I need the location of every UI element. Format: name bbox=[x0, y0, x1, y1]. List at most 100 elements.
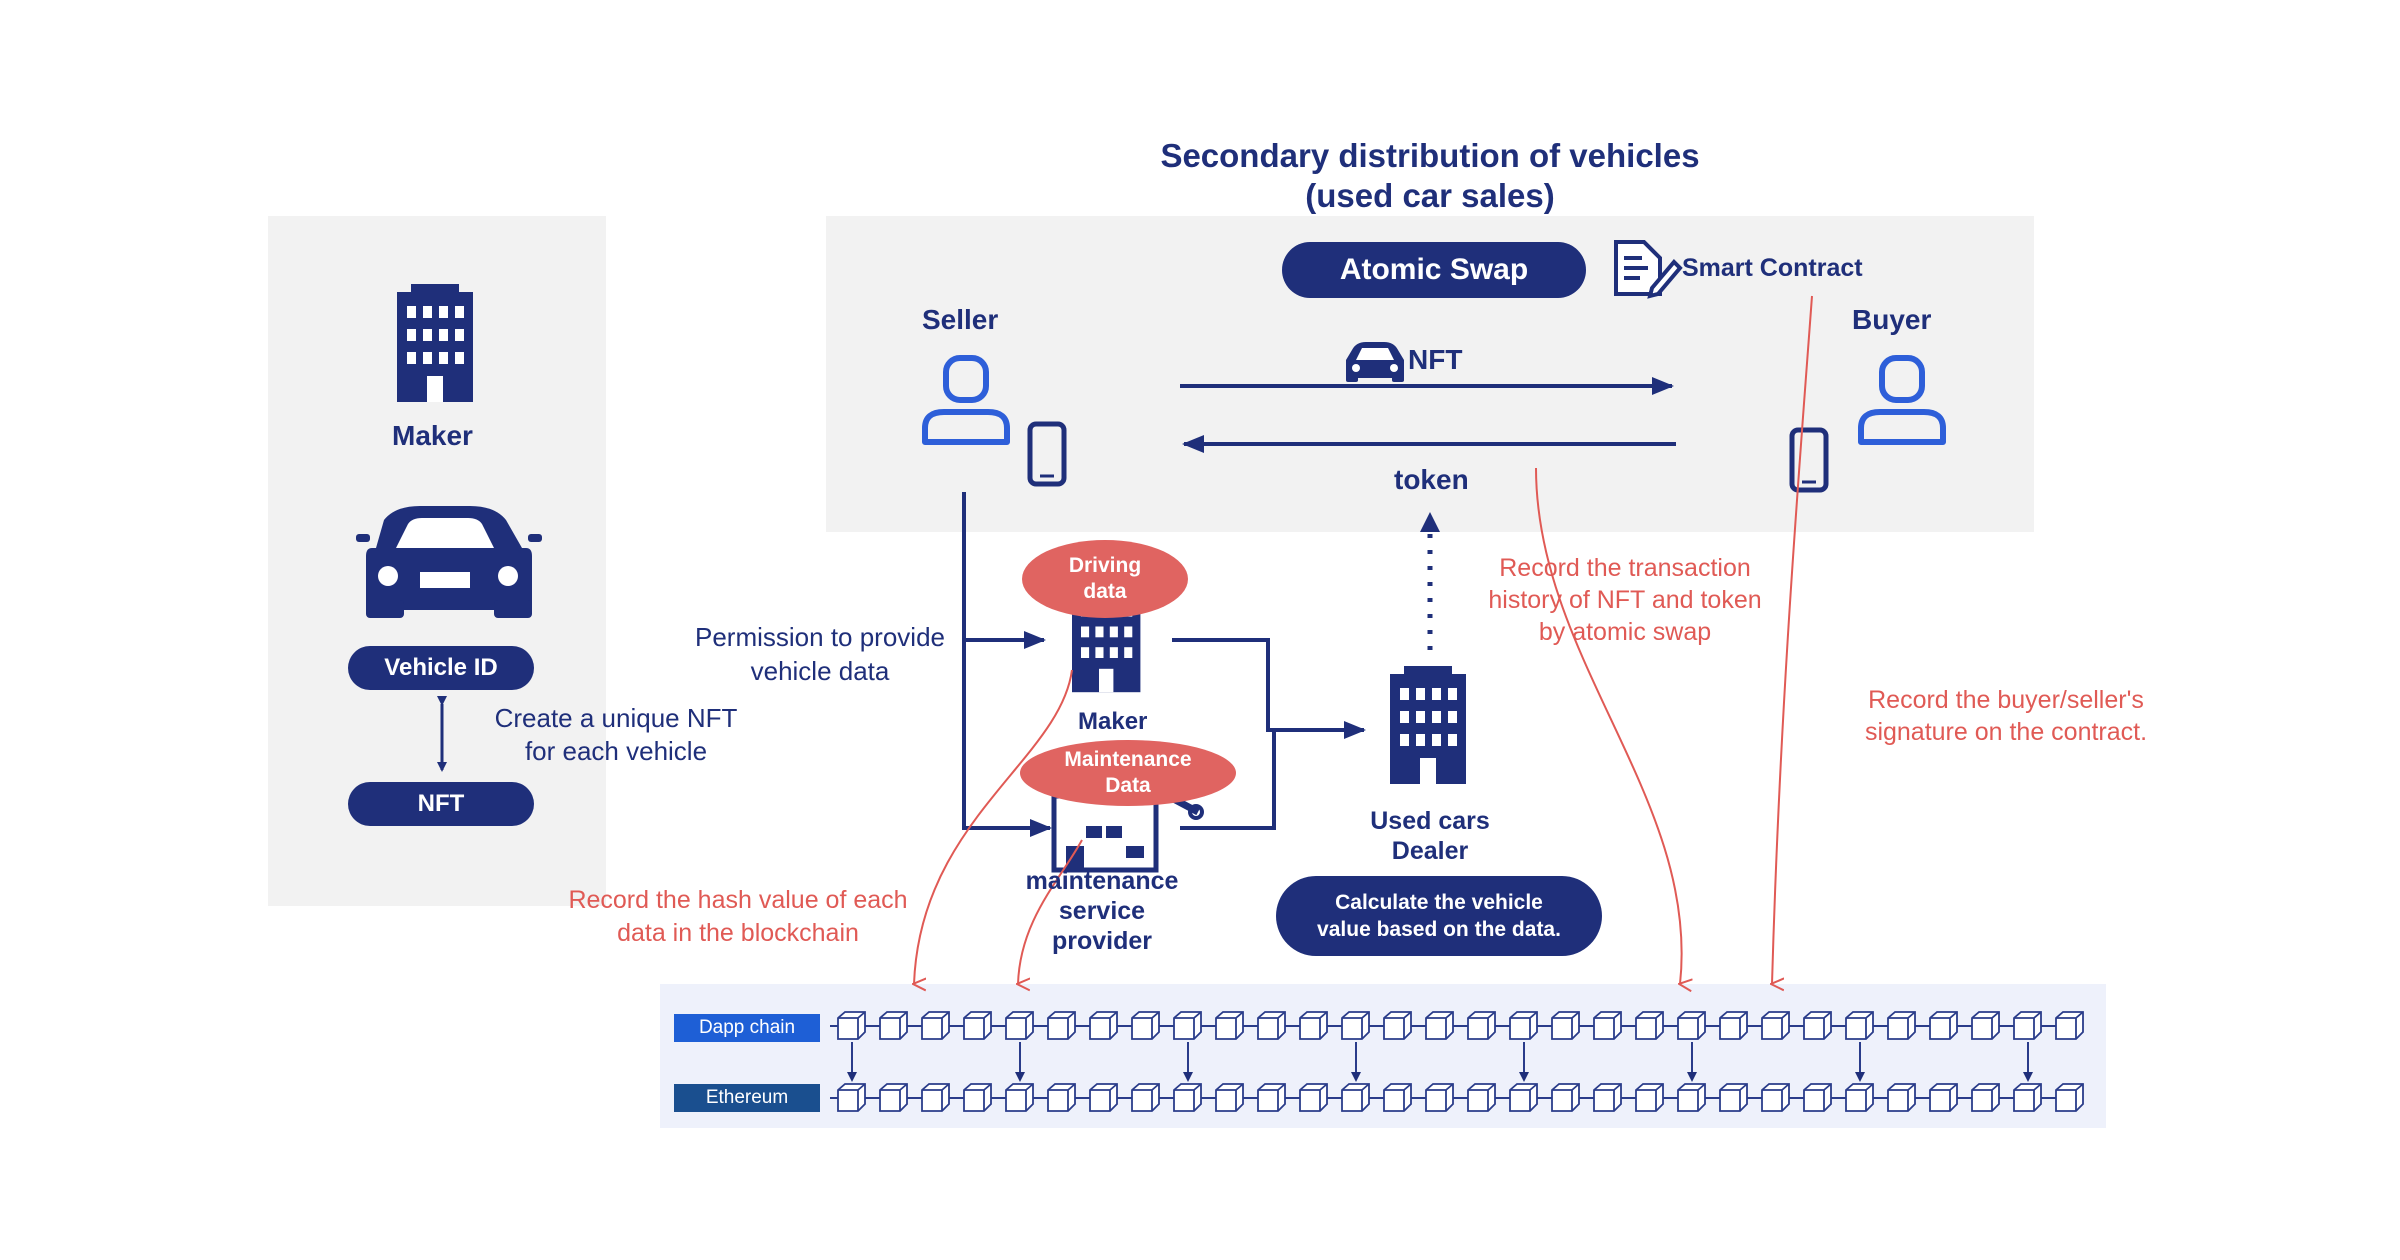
calc-line-1: Calculate the vehicle bbox=[1335, 891, 1543, 914]
blockchain-block-icon bbox=[1299, 1083, 1328, 1112]
dapp-chain-text: Dapp chain bbox=[698, 1017, 796, 1038]
create-nft-line-2: for each vehicle bbox=[524, 736, 708, 766]
driving-data-line-1: Driving bbox=[1068, 554, 1142, 577]
title-line-2: (used car sales) bbox=[1305, 177, 1555, 214]
blockchain-block-icon bbox=[1929, 1011, 1958, 1040]
blockchain-block-icon bbox=[1635, 1083, 1664, 1112]
car-icon bbox=[356, 506, 542, 618]
blockchain-block-icon bbox=[1761, 1011, 1790, 1040]
sig-line-1: Record the buyer/seller's bbox=[1868, 686, 2144, 714]
blockchain-block-icon bbox=[1299, 1011, 1328, 1040]
nft-pill: NFT bbox=[348, 782, 534, 826]
sig-line-2: signature on the contract. bbox=[1864, 718, 2148, 746]
blockchain-block-icon bbox=[837, 1083, 866, 1112]
blockchain-block-icon bbox=[1425, 1011, 1454, 1040]
calc-line-2: value based on the data. bbox=[1317, 918, 1561, 941]
blockchain-block-icon bbox=[1173, 1011, 1202, 1040]
blockchain-block-icon bbox=[1131, 1011, 1160, 1040]
blockchain-block-icon bbox=[1257, 1011, 1286, 1040]
permission-line-2: vehicle data bbox=[750, 656, 890, 686]
blockchain-block-icon bbox=[1593, 1011, 1622, 1040]
blockchain-block-icon bbox=[963, 1011, 992, 1040]
blockchain-block-icon bbox=[1425, 1083, 1454, 1112]
blockchain-block-icon bbox=[1341, 1011, 1370, 1040]
blockchain-block-icon bbox=[921, 1011, 950, 1040]
blockchain-block-icon bbox=[1719, 1083, 1748, 1112]
dealer-line-2: Dealer bbox=[1391, 837, 1469, 865]
blockchain-block-icon bbox=[1845, 1083, 1874, 1112]
dealer-building-icon bbox=[1390, 666, 1466, 784]
provider-line-3: provider bbox=[1051, 927, 1153, 955]
transaction-annotation: Record the transaction history of NFT an… bbox=[1460, 552, 1790, 648]
driving-data-line-2: data bbox=[1083, 580, 1127, 603]
blockchain-block-icon bbox=[2055, 1083, 2084, 1112]
provider-line-2: service bbox=[1058, 897, 1146, 925]
blockchain-block-icon bbox=[1509, 1083, 1538, 1112]
blockchain-block-icon bbox=[1887, 1083, 1916, 1112]
create-nft-text: Create a unique NFT for each vehicle bbox=[480, 702, 752, 768]
nft-car-icon bbox=[1346, 342, 1404, 382]
blockchain-block-icon bbox=[1215, 1011, 1244, 1040]
tx-line-3: by atomic swap bbox=[1538, 618, 1712, 646]
atomic-swap-label: Atomic Swap bbox=[1339, 253, 1529, 286]
smart-contract-label: Smart Contract bbox=[1682, 254, 1863, 282]
blockchain-block-icon bbox=[1635, 1011, 1664, 1040]
dealer-line-1: Used cars bbox=[1370, 807, 1490, 835]
blockchain-block-icon bbox=[1971, 1011, 2000, 1040]
contract-document-icon bbox=[1614, 240, 1683, 299]
provider-line-1: maintenance bbox=[1025, 867, 1179, 895]
blockchain-block-icon bbox=[1089, 1011, 1118, 1040]
blockchain-block-icon bbox=[1173, 1083, 1202, 1112]
create-nft-line-1: Create a unique NFT bbox=[494, 703, 738, 733]
maintenance-data-line-1: Maintenance bbox=[1064, 748, 1192, 771]
blockchain-block-icon bbox=[1551, 1083, 1580, 1112]
blockchain-block-icon bbox=[1929, 1083, 1958, 1112]
garage-shop-icon bbox=[1051, 792, 1204, 873]
blockchain-block-icon bbox=[1551, 1011, 1580, 1040]
hash-line-2: data in the blockchain bbox=[617, 919, 859, 947]
blockchain-block-icon bbox=[921, 1083, 950, 1112]
tx-line-2: history of NFT and token bbox=[1488, 586, 1762, 614]
blockchain-block-icon bbox=[837, 1011, 866, 1040]
blockchain-block-icon bbox=[1047, 1011, 1076, 1040]
blockchain-block-icon bbox=[2013, 1083, 2042, 1112]
dealer-text: Used cars Dealer bbox=[1340, 806, 1520, 866]
title-line-1: Secondary distribution of vehicles bbox=[1160, 137, 1700, 174]
seller-label: Seller bbox=[922, 304, 999, 335]
maker-label: Maker bbox=[392, 420, 473, 451]
blockchain-block-icon bbox=[1467, 1083, 1496, 1112]
blockchain-block-icon bbox=[1887, 1011, 1916, 1040]
blockchain-block-icon bbox=[1383, 1011, 1412, 1040]
nft-arrow-label: NFT bbox=[1408, 344, 1463, 375]
blockchain-block-icon bbox=[1005, 1083, 1034, 1112]
token-arrow-label: token bbox=[1394, 464, 1469, 495]
atomic-swap-pill: Atomic Swap bbox=[1282, 242, 1586, 298]
blockchain-block-icon bbox=[963, 1083, 992, 1112]
blockchain-block-icon bbox=[1803, 1011, 1832, 1040]
blockchain-block-icon bbox=[1593, 1083, 1622, 1112]
hash-line-1: Record the hash value of each bbox=[568, 886, 908, 914]
office-building-icon bbox=[397, 284, 473, 402]
blockchain-block-icon bbox=[1971, 1083, 2000, 1112]
blockchain-block-icon bbox=[1803, 1083, 1832, 1112]
hash-annotation: Record the hash value of each data in th… bbox=[548, 884, 928, 950]
blockchain-block-icon bbox=[1845, 1011, 1874, 1040]
ethereum-label: Ethereum bbox=[674, 1084, 820, 1112]
blockchain-block-icon bbox=[1131, 1083, 1160, 1112]
blockchain-block-icon bbox=[1257, 1083, 1286, 1112]
blockchain-block-icon bbox=[1719, 1011, 1748, 1040]
calculate-value-pill: Calculate the vehicle value based on the… bbox=[1276, 876, 1602, 956]
nft-label: NFT bbox=[417, 790, 465, 817]
signature-annotation: Record the buyer/seller's signature on t… bbox=[1836, 684, 2176, 748]
blockchain-block-icon bbox=[1467, 1011, 1496, 1040]
driving-data-bubble: Driving data bbox=[1022, 540, 1188, 618]
blockchain-block-icon bbox=[1509, 1011, 1538, 1040]
blockchain-block-icon bbox=[879, 1011, 908, 1040]
permission-text: Permission to provide vehicle data bbox=[676, 620, 964, 688]
blockchain-block-icon bbox=[1215, 1083, 1244, 1112]
vehicle-id-pill: Vehicle ID bbox=[348, 646, 534, 690]
blockchain-block-icon bbox=[2055, 1011, 2084, 1040]
provider-text: maintenance service provider bbox=[1002, 866, 1202, 956]
dapp-chain-label: Dapp chain bbox=[674, 1014, 820, 1042]
blockchain-block-icon bbox=[1089, 1083, 1118, 1112]
